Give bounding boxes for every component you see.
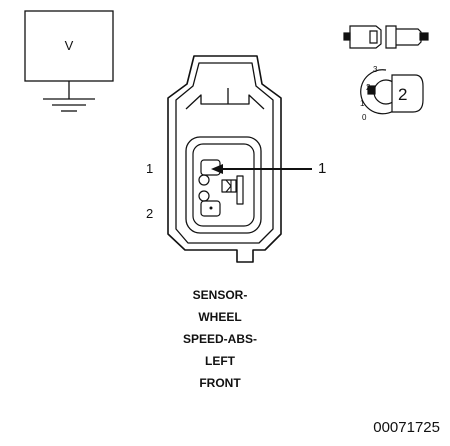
pin-label-2: 2 bbox=[146, 206, 154, 221]
callout-arrow bbox=[211, 164, 312, 174]
ignition-key-icon bbox=[360, 69, 424, 115]
pin-label-1: 1 bbox=[146, 161, 154, 176]
caption-line: FRONT bbox=[199, 376, 241, 390]
caption-line: SENSOR- bbox=[192, 288, 248, 302]
ignition-position-0: 0 bbox=[362, 113, 367, 122]
caption-line: LEFT bbox=[205, 354, 235, 368]
connector-plug-icon bbox=[343, 25, 429, 49]
ignition-position-3: 3 bbox=[373, 65, 378, 74]
connector-caption: SENSOR- WHEEL SPEED-ABS- LEFT FRONT bbox=[150, 284, 290, 394]
voltmeter-symbol bbox=[24, 10, 114, 112]
connector-face bbox=[167, 55, 282, 263]
ignition-position-2: 2 bbox=[366, 83, 371, 92]
caption-line: WHEEL bbox=[198, 310, 242, 324]
figure-id: 00071725 bbox=[373, 419, 440, 436]
ignition-key-label: 2 bbox=[398, 85, 408, 104]
callout-number: 1 bbox=[318, 160, 327, 177]
ignition-position-1: 1 bbox=[360, 99, 365, 108]
caption-line: SPEED-ABS- bbox=[182, 332, 257, 346]
voltmeter-label: V bbox=[64, 38, 74, 53]
